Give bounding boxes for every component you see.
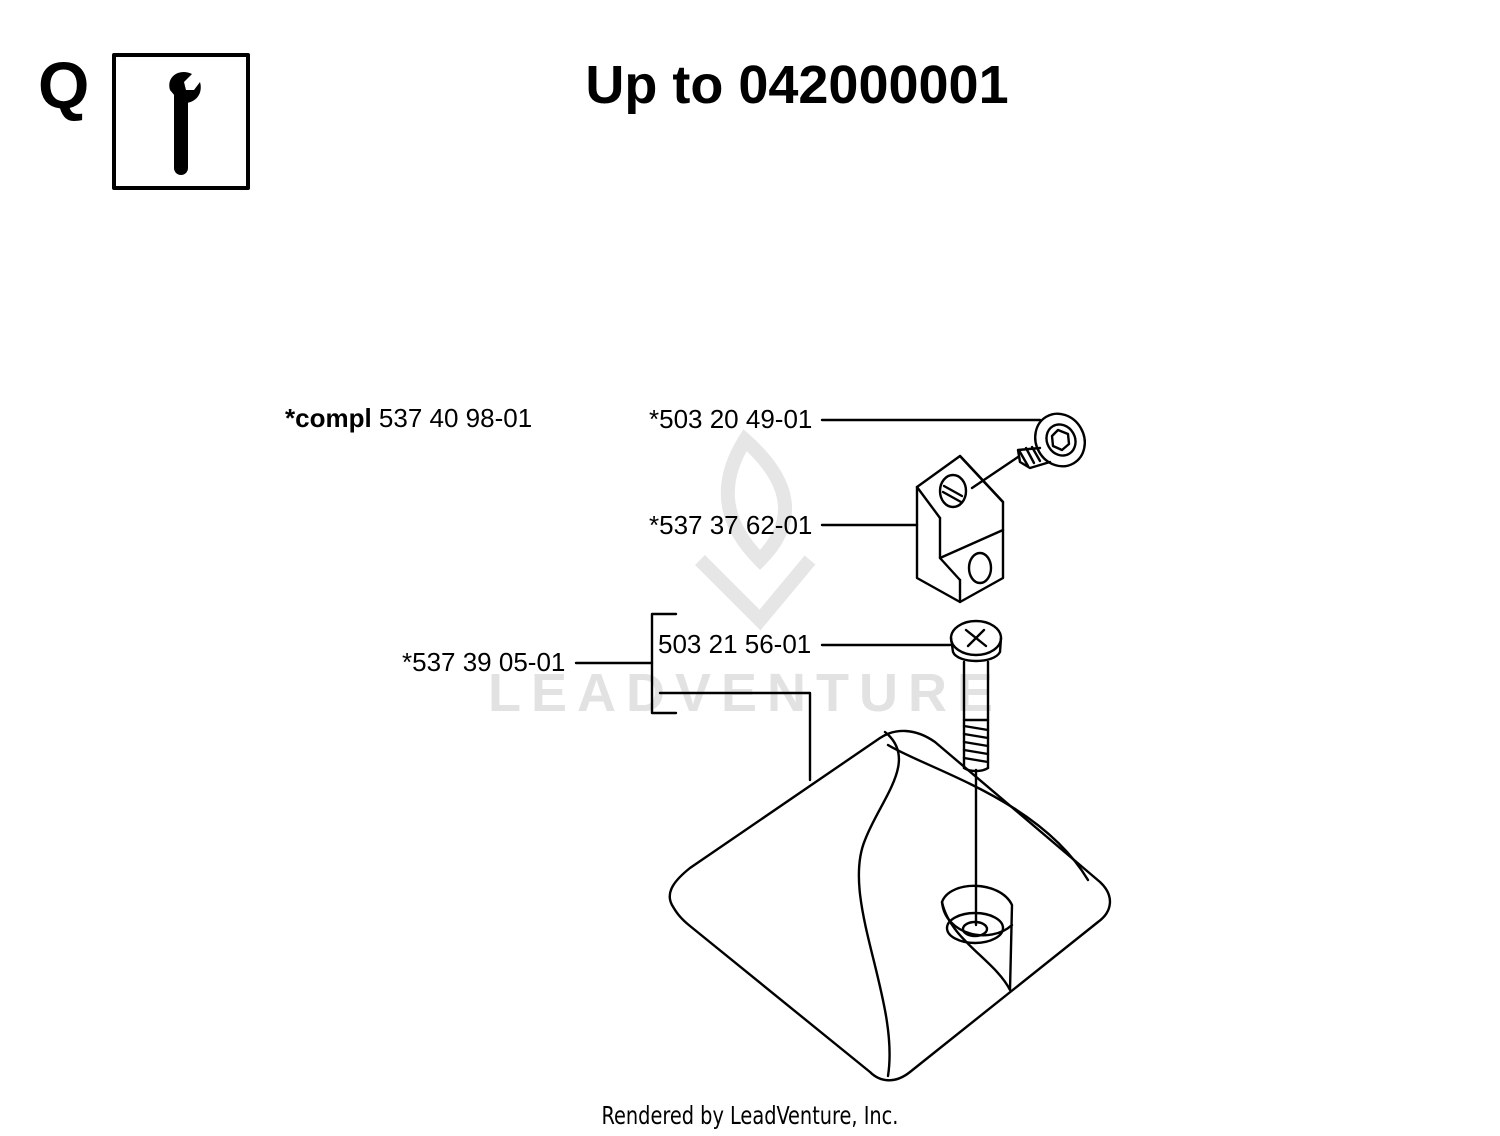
kit-bracket <box>650 612 678 715</box>
section-letter: Q <box>38 48 90 122</box>
watermark-logo-icon <box>695 429 816 631</box>
compl-part-number: 537 40 98-01 <box>378 403 533 433</box>
knob-cap <box>668 729 1112 1082</box>
footer-credit: Rendered by LeadVenture, Inc. <box>601 1101 899 1130</box>
leader-knob <box>658 691 812 782</box>
part-number-screw-bottom[interactable]: 503 21 56-01 <box>658 629 812 659</box>
phillips-screw-bottom <box>949 619 1003 927</box>
clamp-block <box>915 454 1005 604</box>
compl-label: *compl 537 40 98-01 <box>285 405 532 431</box>
compl-prefix: *compl <box>285 403 372 433</box>
page-title: Up to 042000001 <box>585 55 1009 115</box>
part-number-kit[interactable]: *537 39 05-01 <box>402 647 566 677</box>
hex-screw-top <box>970 412 1086 490</box>
tool-box-frame <box>112 53 250 190</box>
part-number-screw-top[interactable]: *503 20 49-01 <box>649 404 813 434</box>
wrench-icon <box>169 71 201 175</box>
part-number-clamp-block[interactable]: *537 37 62-01 <box>649 510 813 540</box>
